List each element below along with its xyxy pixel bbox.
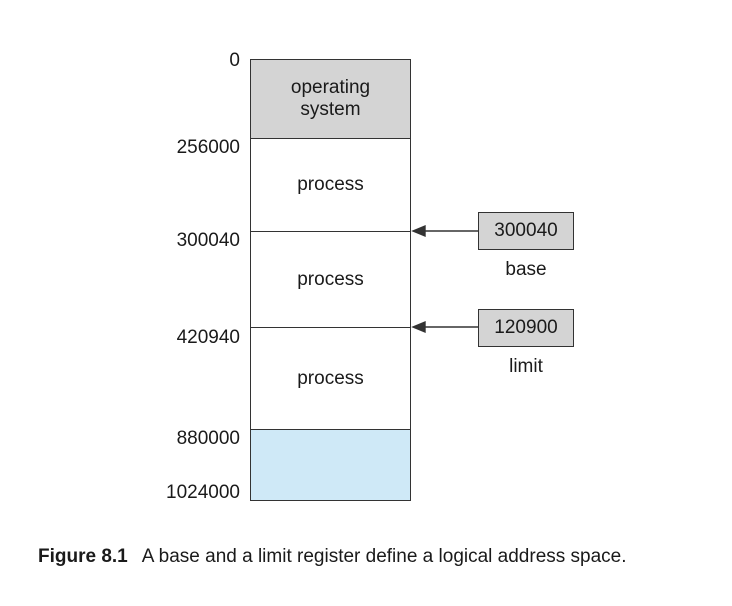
address-label-420940: 420940	[176, 327, 240, 348]
address-label-300040: 300040	[176, 230, 240, 251]
address-label-256000: 256000	[176, 137, 240, 158]
process-segment-1: process	[251, 139, 410, 232]
base-arrow-head	[411, 224, 426, 238]
caption-text: A base and a limit register define a log…	[141, 546, 627, 567]
free-memory-segment	[251, 430, 410, 500]
address-label-880000: 880000	[176, 428, 240, 449]
process-segment-3: process	[251, 328, 410, 430]
figure-number: Figure 8.1	[38, 546, 128, 567]
address-label-1024000: 1024000	[166, 482, 240, 503]
base-register-label: base	[505, 259, 547, 280]
limit-arrow-head	[411, 320, 426, 334]
memory-column: operating system process process process	[250, 59, 411, 501]
operating-system-segment: operating system	[251, 60, 410, 139]
figure-caption: Figure 8.1 A base and a limit register de…	[38, 545, 627, 569]
base-register-box: 300040	[478, 212, 574, 250]
limit-register-box: 120900	[478, 309, 574, 347]
limit-register-label: limit	[509, 356, 543, 377]
address-label-0: 0	[229, 50, 240, 71]
process-segment-2: process	[251, 232, 410, 328]
